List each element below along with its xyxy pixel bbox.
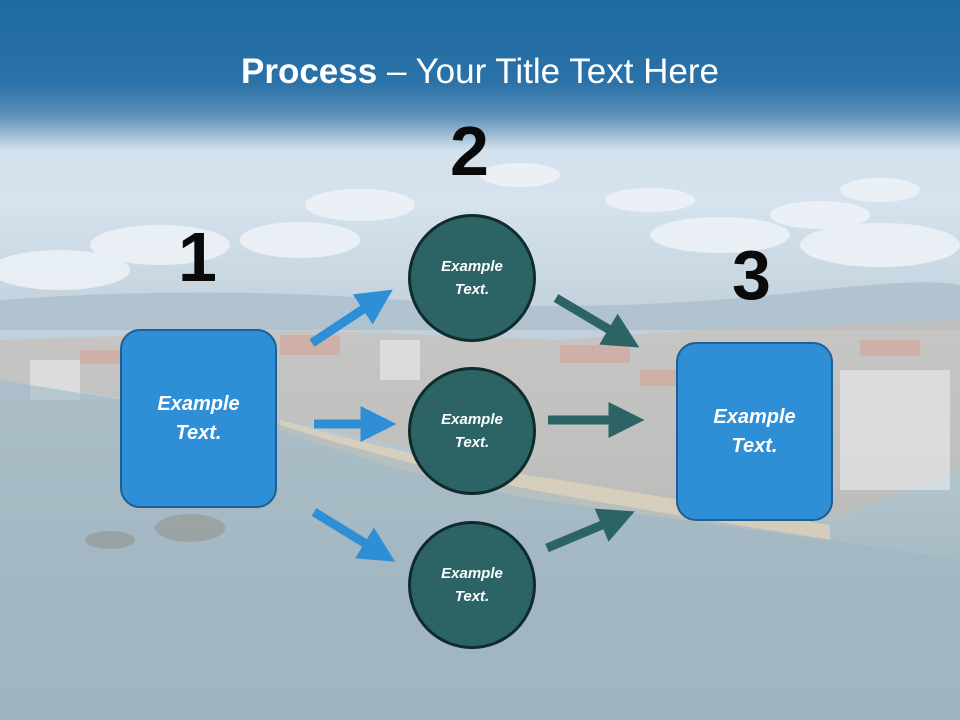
step-number-1: 1 xyxy=(178,218,217,296)
title-bold: Process xyxy=(241,52,378,91)
circle-middle: Example Text. xyxy=(408,367,536,495)
circle-top: Example Text. xyxy=(408,214,536,342)
right-box-text: Example Text. xyxy=(713,405,796,457)
circle-bottom-text: Example Text. xyxy=(441,565,503,605)
step-number-2: 2 xyxy=(450,112,489,190)
left-box-text: Example Text. xyxy=(157,392,240,444)
circle-top-text: Example Text. xyxy=(441,258,503,298)
arrow-box-to-bottom-circle xyxy=(311,508,396,562)
arrow-bottom-circle-to-box xyxy=(545,508,635,553)
step-number-3: 3 xyxy=(732,236,771,314)
arrow-top-circle-to-box xyxy=(553,294,640,348)
circle-bottom: Example Text. xyxy=(408,521,536,649)
arrow-box-to-top-circle xyxy=(309,289,393,347)
title-rest: – Your Title Text Here xyxy=(377,52,719,91)
right-example-box: Example Text. xyxy=(676,342,833,521)
left-example-box: Example Text. xyxy=(120,329,277,508)
slide-title: Process – Your Title Text Here xyxy=(0,52,960,92)
circle-middle-text: Example Text. xyxy=(441,411,503,451)
title-banner xyxy=(0,0,960,150)
